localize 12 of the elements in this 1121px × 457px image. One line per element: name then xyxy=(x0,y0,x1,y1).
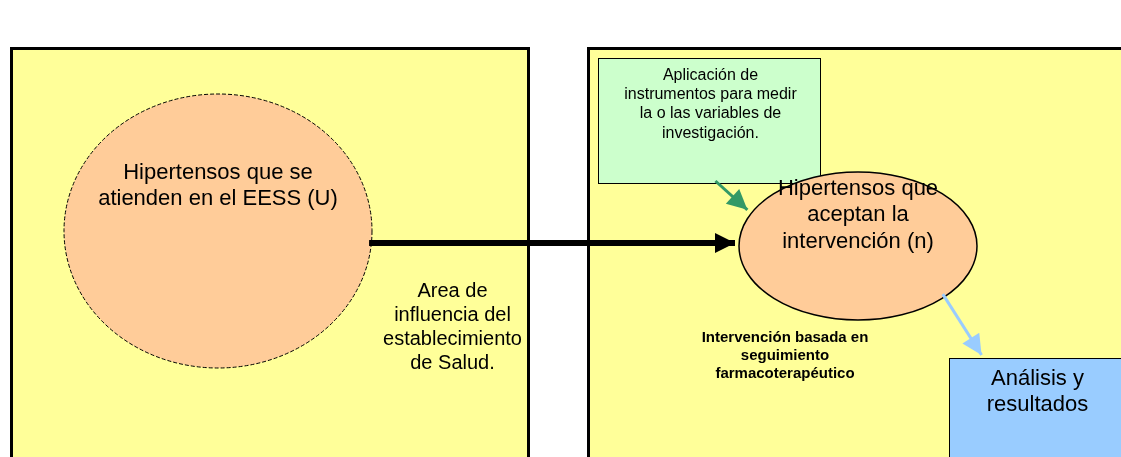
node-label: Análisis y resultados xyxy=(985,365,1090,418)
intervention-panel xyxy=(587,47,1121,457)
node-label: Hipertensos que aceptan la intervención (n) xyxy=(776,175,940,255)
arrow xyxy=(369,233,735,253)
node-label: Aplicación de instrumentos para medir la o las variables de investigación. xyxy=(624,65,797,142)
panel-label: Intervención basada en seguimiento farmacoterapéutico xyxy=(700,328,870,382)
arrow xyxy=(714,179,749,211)
arrow xyxy=(941,293,983,356)
node-label: Area de influencia del establecimiento de Salud. xyxy=(382,278,523,374)
results-box xyxy=(949,358,1121,457)
area-panel xyxy=(10,47,530,457)
node-label: Hipertensos que se atienden en el EESS (U) xyxy=(97,159,339,212)
